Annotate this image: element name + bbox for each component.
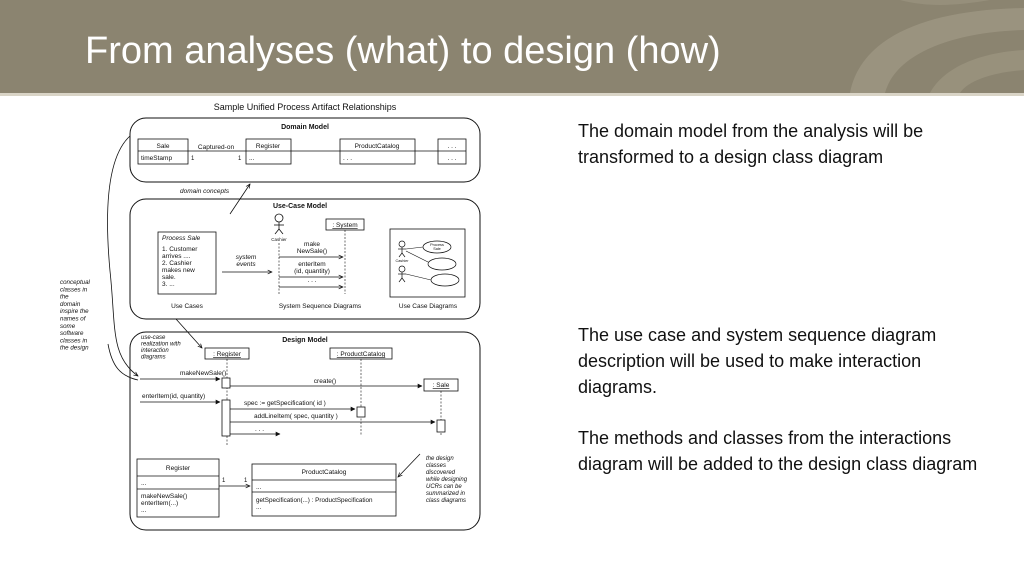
register-operation-line: makeNewSale() bbox=[141, 493, 187, 500]
process-sale-step-line: sale. bbox=[162, 274, 176, 281]
conceptual-note-line: the bbox=[60, 294, 69, 301]
conceptual-note-line: some bbox=[60, 323, 76, 330]
decorative-swirl bbox=[850, 0, 1024, 93]
class-register-operations: makeNewSale()enterItem(...)... bbox=[141, 493, 187, 514]
process-sale-step-line: makes new bbox=[162, 267, 195, 274]
domain-register-attr: ... bbox=[249, 155, 255, 162]
process-sale-step-line: 2. Cashier bbox=[162, 260, 192, 267]
design-note-line: class diagrams bbox=[426, 498, 466, 504]
class-register-name: Register bbox=[166, 465, 191, 472]
conceptual-note-line: inspire the bbox=[60, 308, 89, 315]
realization-note-line: interaction bbox=[141, 348, 169, 354]
ssd-system-lifeline: : System bbox=[332, 222, 357, 229]
design-note-line: classes bbox=[426, 463, 446, 469]
conceptual-note-line: software bbox=[60, 330, 84, 337]
system-events-note-2: events bbox=[236, 261, 256, 268]
design-note-line: UCRs can be bbox=[426, 484, 462, 490]
register-lifeline: : Register bbox=[213, 351, 242, 358]
domain-model-panel: Domain Model Sale timeStamp Captured-on … bbox=[129, 117, 481, 183]
domain-sale-class: Sale bbox=[156, 143, 169, 150]
caption-methods-classes: The methods and classes from the interac… bbox=[578, 428, 978, 474]
msg-create: create() bbox=[314, 378, 336, 385]
design-note-line: discovered bbox=[426, 470, 456, 476]
class-catalog-operations: getSpecification(...) : ProductSpecifica… bbox=[256, 497, 373, 511]
domain-model-label: Domain Model bbox=[281, 124, 329, 131]
register-operation-line: enterItem(...) bbox=[141, 500, 178, 507]
ssd-msg-enter-1: enterItem bbox=[298, 261, 325, 268]
conceptual-note-line: classes in bbox=[60, 337, 88, 344]
caption-use-case: The use case and system sequence diagram… bbox=[578, 325, 937, 397]
domain-catalog-attr: . . . bbox=[343, 155, 352, 162]
conceptual-note-line: conceptual bbox=[60, 279, 91, 286]
conceptual-note-line: classes in bbox=[60, 286, 88, 293]
class-mult-right: 1 bbox=[244, 478, 248, 484]
process-sale-step-line: 3. ... bbox=[162, 281, 175, 288]
mult-left: 1 bbox=[191, 156, 195, 162]
process-sale-step-line: 1. Customer bbox=[162, 246, 198, 253]
domain-concepts-note: domain concepts bbox=[180, 188, 230, 195]
ssd-msg-enter-2: (id, quantity) bbox=[294, 268, 330, 275]
design-model-label: Design Model bbox=[282, 337, 328, 344]
captured-on-association: Captured-on bbox=[198, 144, 235, 151]
class-catalog-attrs: ... bbox=[256, 484, 262, 491]
artifact-relationship-diagram: Sample Unified Process Artifact Relation… bbox=[60, 102, 481, 531]
ucd-process-label-1: Process bbox=[430, 243, 444, 247]
msg-make-new-sale: makeNewSale() bbox=[180, 370, 226, 377]
msg-get-specification: spec := getSpecification( id ) bbox=[244, 400, 326, 407]
system-events-note-1: system bbox=[236, 254, 257, 261]
msg-add-line-item: addLineItem( spec, quantity ) bbox=[254, 413, 338, 420]
process-sale-step-line: arrives .... bbox=[162, 253, 191, 260]
domain-sale-attr: timeStamp bbox=[141, 155, 172, 162]
design-note-line: while designing bbox=[426, 477, 468, 483]
conceptual-note-line: the design bbox=[60, 345, 89, 352]
ucd-process-label-2: Sale bbox=[433, 247, 441, 251]
domain-catalog-class: ProductCatalog bbox=[355, 143, 400, 150]
realization-note-line: use-case bbox=[141, 335, 166, 341]
domain-more-attr: . . . bbox=[447, 155, 456, 162]
catalog-lifeline: : ProductCatalog bbox=[337, 351, 386, 358]
class-register-attrs: ... bbox=[141, 480, 147, 487]
conceptual-note-line: domain bbox=[60, 301, 81, 308]
design-ellipsis: . . . bbox=[255, 426, 264, 433]
realization-note-line: realization with bbox=[141, 342, 181, 348]
caption-domain-model: The domain model from the analysis will … bbox=[578, 121, 924, 167]
ssd-msg-make-2: NewSale() bbox=[297, 248, 327, 255]
ssd-ellipsis: . . . bbox=[307, 277, 316, 284]
realization-note-line: diagrams bbox=[141, 355, 166, 361]
ucd-use-case-oval-2 bbox=[427, 257, 457, 271]
design-note-line: summarized in bbox=[426, 491, 466, 497]
ucd-label: Use Case Diagrams bbox=[399, 303, 458, 310]
slide-title: From analyses (what) to design (how) bbox=[85, 30, 721, 72]
ucd-actor-icon bbox=[398, 240, 406, 283]
diagram-title: Sample Unified Process Artifact Relation… bbox=[214, 102, 397, 112]
ssd-label: System Sequence Diagrams bbox=[279, 303, 362, 310]
catalog-operation-line: getSpecification(...) : ProductSpecifica… bbox=[256, 497, 373, 504]
ssd-msg-make-1: make bbox=[304, 241, 320, 248]
class-catalog-name: ProductCatalog bbox=[302, 469, 347, 476]
ssd-cashier-label: Cashier bbox=[271, 237, 287, 242]
domain-more-class: . . . bbox=[447, 143, 456, 150]
process-sale-title: Process Sale bbox=[162, 235, 201, 242]
use-cases-label: Use Cases bbox=[171, 303, 204, 310]
use-case-model-panel: Use-Case Model Process Sale 1. Customera… bbox=[129, 198, 481, 320]
ucd-cashier-label: Cashier bbox=[395, 259, 409, 263]
class-mult-left: 1 bbox=[222, 478, 226, 484]
ssd-actor-icon bbox=[274, 213, 284, 235]
domain-register-class: Register bbox=[256, 143, 281, 150]
use-case-model-label: Use-Case Model bbox=[273, 203, 327, 210]
title-divider bbox=[0, 93, 1024, 96]
catalog-operation-line: ... bbox=[256, 504, 261, 511]
register-operation-line: ... bbox=[141, 507, 147, 514]
sale-lifeline: : Sale bbox=[433, 382, 450, 389]
title-bar: From analyses (what) to design (how) bbox=[0, 0, 1024, 93]
design-note-line: the design bbox=[426, 456, 454, 462]
mult-right: 1 bbox=[238, 156, 242, 162]
msg-enter-item: enterItem(id, quantity) bbox=[142, 393, 205, 400]
conceptual-note-line: names of bbox=[60, 316, 87, 323]
